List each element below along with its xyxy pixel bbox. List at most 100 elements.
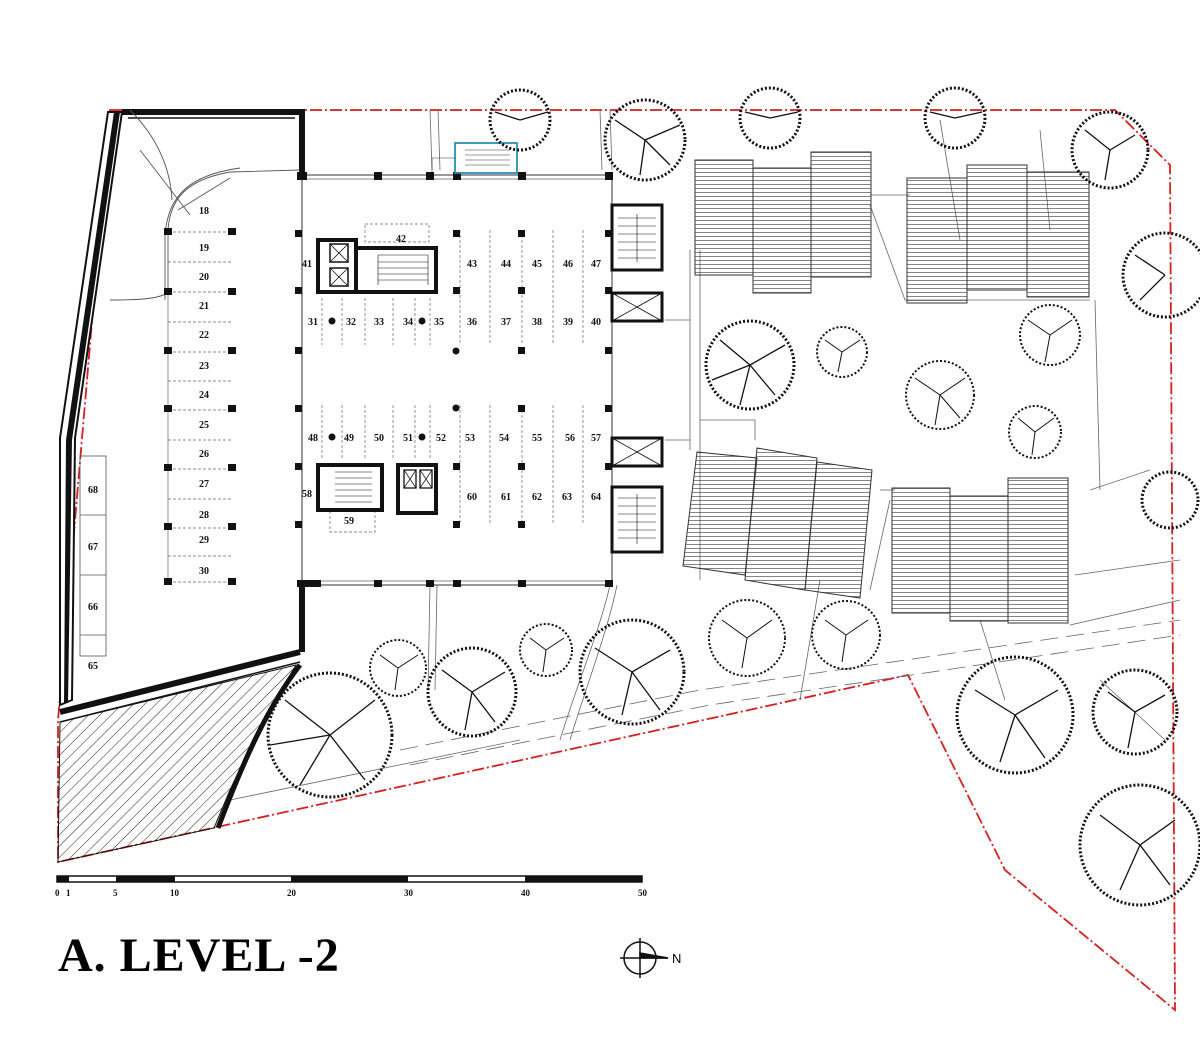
trees: [266, 86, 1200, 907]
scale-tick-label: 0: [55, 888, 60, 898]
space-label: 58: [302, 489, 312, 500]
west-parking-stalls: [79, 455, 107, 657]
central-stall-lines: [321, 223, 584, 533]
scale-tick-label: 30: [404, 888, 414, 898]
space-label: 27: [199, 479, 209, 490]
space-label: 31: [308, 317, 318, 328]
space-label: 23: [199, 361, 209, 372]
space-label: 57: [591, 433, 601, 444]
tree: [488, 88, 552, 152]
space-label: 55: [532, 433, 542, 444]
space-label: 66: [88, 602, 98, 613]
west-walls: [57, 109, 305, 863]
tree: [905, 360, 975, 430]
space-label: 67: [88, 542, 98, 553]
space-label: 24: [199, 390, 209, 401]
space-label: 29: [199, 535, 209, 546]
space-label: 21: [199, 301, 209, 312]
space-label: 53: [465, 433, 475, 444]
space-label: 40: [591, 317, 601, 328]
scale-tick-label: 20: [287, 888, 297, 898]
space-label: 48: [308, 433, 318, 444]
space-label: 51: [403, 433, 413, 444]
space-label: 18: [199, 206, 209, 217]
space-label: 46: [563, 259, 573, 270]
space-label: 44: [501, 259, 511, 270]
space-label: 68: [88, 485, 98, 496]
space-label: 34: [403, 317, 413, 328]
space-label: 64: [591, 492, 601, 503]
space-label: 42: [396, 234, 406, 245]
space-label: 50: [374, 433, 384, 444]
north-arrow-icon: [620, 938, 669, 978]
tree: [1140, 470, 1200, 530]
scale-tick-label: 5: [113, 888, 118, 898]
space-label: 65: [88, 661, 98, 672]
space-label: 49: [344, 433, 354, 444]
tree: [708, 599, 786, 677]
tree: [738, 86, 802, 150]
parking-labels: 18 19 20 21 22 23 24 25 26 27 28 29 30 6…: [88, 206, 601, 672]
space-label: 36: [467, 317, 477, 328]
space-label: 35: [434, 317, 444, 328]
space-label: 47: [591, 259, 601, 270]
page-title: A. LEVEL -2: [58, 929, 340, 982]
space-label: 61: [501, 492, 511, 503]
scale-tick-label: 10: [170, 888, 180, 898]
tree: [955, 655, 1075, 775]
space-label: 56: [565, 433, 575, 444]
east-stairs: [610, 203, 664, 554]
tree: [426, 646, 518, 738]
scale-bar: 0 1 5 10 20 30 40 50: [55, 875, 648, 898]
space-label: 38: [532, 317, 542, 328]
space-label: 52: [436, 433, 446, 444]
site-paths: [229, 109, 1181, 801]
space-label: 26: [199, 449, 209, 460]
columns: [164, 172, 613, 587]
space-label: 63: [562, 492, 572, 503]
tree: [1091, 668, 1179, 756]
space-label: 59: [344, 516, 354, 527]
tree: [816, 326, 868, 378]
space-label: 54: [499, 433, 509, 444]
tree: [811, 600, 881, 670]
space-label: 39: [563, 317, 573, 328]
tree: [519, 623, 573, 677]
space-label: 20: [199, 272, 209, 283]
tree: [1078, 783, 1200, 907]
tree: [704, 319, 796, 411]
space-label: 33: [374, 317, 384, 328]
site-boundary: [57, 109, 1176, 1012]
tree: [603, 98, 687, 182]
roof-blocks: [682, 151, 1090, 624]
tree: [923, 86, 987, 150]
space-label: 30: [199, 566, 209, 577]
lower-core: [316, 463, 438, 515]
north-stair: [431, 142, 518, 174]
tree: [266, 671, 394, 799]
space-label: 22: [199, 330, 209, 341]
space-label: 43: [467, 259, 477, 270]
tree: [1019, 304, 1081, 366]
space-label: 62: [532, 492, 542, 503]
north-label: N: [672, 951, 682, 966]
space-label: 32: [346, 317, 356, 328]
scale-tick-label: 50: [638, 888, 648, 898]
space-label: 45: [532, 259, 542, 270]
tree: [1070, 110, 1150, 190]
ramp-stall-lines: [167, 231, 232, 583]
space-label: 28: [199, 510, 209, 521]
tree: [369, 639, 427, 697]
space-label: 60: [467, 492, 477, 503]
scale-tick-label: 1: [66, 888, 71, 898]
space-label: 37: [501, 317, 511, 328]
scale-tick-label: 40: [521, 888, 531, 898]
tree: [1121, 231, 1200, 319]
hatched-area: [57, 664, 298, 863]
tree: [1008, 405, 1062, 459]
upper-core: [316, 238, 438, 294]
space-label: 41: [302, 259, 312, 270]
space-label: 25: [199, 420, 209, 431]
space-label: 19: [199, 243, 209, 254]
